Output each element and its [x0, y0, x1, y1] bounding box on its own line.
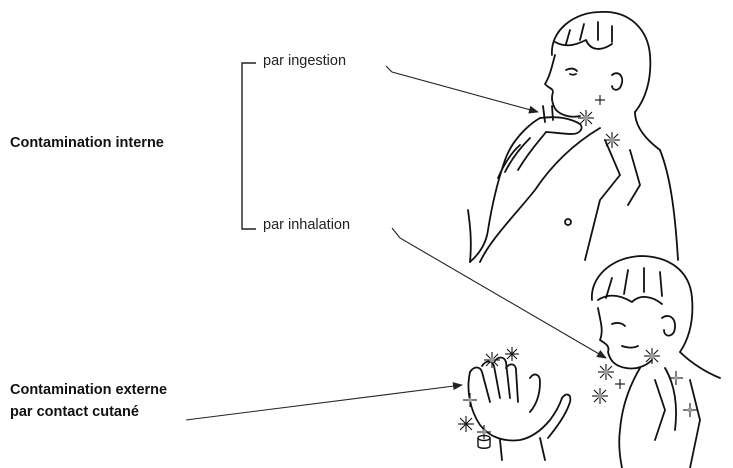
person-inhalation-figure [592, 256, 720, 468]
skin-contact-arrow [186, 385, 462, 420]
inhalation-arrow [392, 228, 606, 358]
ingestion-arrow [386, 66, 538, 112]
contamination-spark-icon [578, 95, 620, 148]
hand-contact-figure [468, 358, 570, 461]
bracket [242, 63, 256, 229]
person-ingestion-figure [468, 12, 678, 262]
contamination-spark-icon [592, 348, 697, 417]
